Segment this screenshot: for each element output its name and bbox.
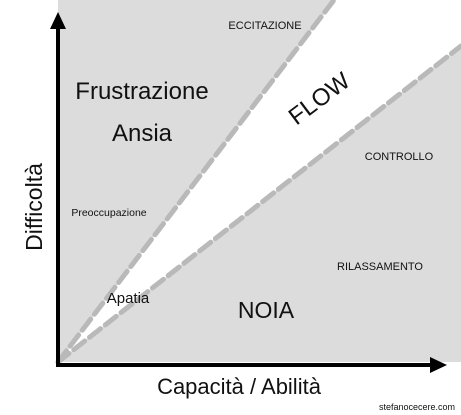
controllo-label: CONTROLLO <box>365 151 434 163</box>
eccitazione-label: ECCITAZIONE <box>228 20 301 32</box>
x-axis-arrowhead <box>430 357 447 373</box>
frustrazione-label: Frustrazione <box>75 78 208 105</box>
upper-boundary-line <box>55 0 337 365</box>
rilassamento-label: RILASSAMENTO <box>337 261 423 273</box>
apatia-label: Apatia <box>107 290 150 307</box>
flow-label: FLOW <box>284 67 356 130</box>
y-axis-label: Difficoltà <box>21 163 47 251</box>
ansia-label: Ansia <box>112 120 173 147</box>
lower-boundary-line <box>55 43 461 365</box>
preoccupazione-label: Preoccupazione <box>71 207 146 219</box>
x-axis-label: Capacità / Abilità <box>157 374 322 399</box>
noia-label: NOIA <box>238 297 295 323</box>
credit-text: stefanocecere.com <box>379 402 455 412</box>
y-axis-arrowhead <box>50 12 66 29</box>
